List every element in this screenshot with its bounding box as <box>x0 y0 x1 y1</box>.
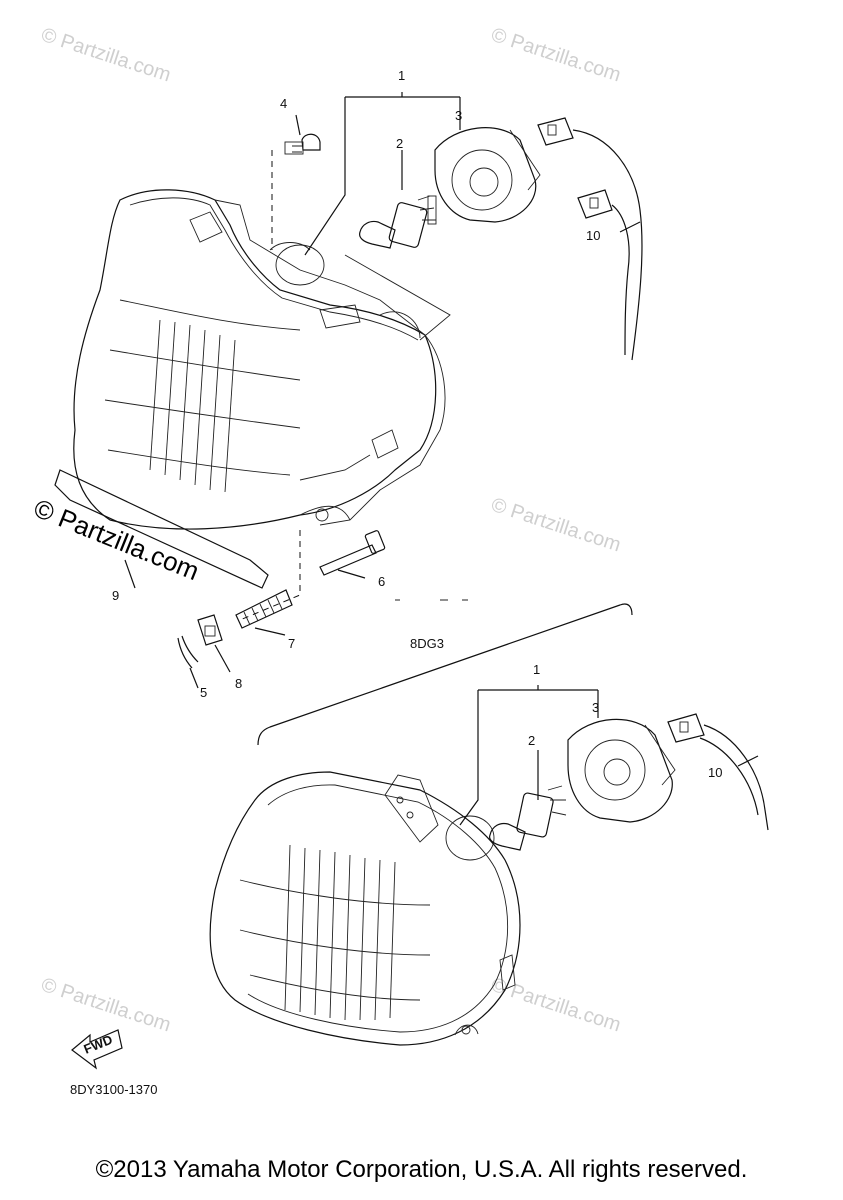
callout-9: 9 <box>112 588 119 603</box>
callout-7: 7 <box>288 636 295 651</box>
bolt-6 <box>319 530 386 576</box>
watermark: © Partzilla.com <box>488 494 623 557</box>
variant-bracket <box>257 603 633 746</box>
callout-2-bottom: 2 <box>528 733 535 748</box>
nut-8 <box>197 614 223 646</box>
diagram-code: 8DY3100-1370 <box>70 1082 157 1097</box>
callout-3-bottom: 3 <box>592 700 599 715</box>
variant-label: 8DG3 <box>410 636 444 651</box>
callout-numbers: 1 2 3 4 5 6 7 8 9 10 1 2 3 10 8DG3 8DY31… <box>70 68 722 1097</box>
bulb-top <box>359 195 437 249</box>
leader-lines-bottom <box>459 685 759 826</box>
callout-1-bottom: 1 <box>533 662 540 677</box>
callout-1-top: 1 <box>398 68 405 83</box>
callout-6: 6 <box>378 574 385 589</box>
headlight-assembly-bottom <box>209 771 521 1046</box>
lens-pattern <box>104 299 301 493</box>
lens-pattern-bottom <box>239 844 431 1021</box>
callout-10-bottom: 10 <box>708 765 722 780</box>
callout-3-top: 3 <box>455 108 462 123</box>
socket-cover-bottom <box>567 718 676 823</box>
callout-2-top: 2 <box>396 136 403 151</box>
wire-harness-top <box>537 117 643 361</box>
watermark: © Partzilla.com <box>38 24 173 87</box>
callout-10-top: 10 <box>586 228 600 243</box>
watermark-side: © Partzilla.com <box>30 493 204 586</box>
headlight-assembly-top <box>54 189 446 589</box>
fwd-arrow-icon: FWD <box>71 1029 123 1070</box>
screw-4 <box>284 133 321 155</box>
watermark: © Partzilla.com <box>488 24 623 87</box>
leader-lines-top <box>124 92 641 689</box>
copyright-footer: ©2013 Yamaha Motor Corporation, U.S.A. A… <box>95 1156 748 1183</box>
bulb-bottom <box>489 785 567 851</box>
callout-4: 4 <box>280 96 287 111</box>
watermark-group: © Partzilla.com © Partzilla.com © Partzi… <box>30 24 624 1037</box>
callout-8: 8 <box>235 676 242 691</box>
wire-harness-bottom <box>667 713 769 831</box>
callout-5: 5 <box>200 685 207 700</box>
clip-5 <box>177 635 199 669</box>
socket-cover-top <box>434 127 541 223</box>
watermark: © Partzilla.com <box>38 974 173 1037</box>
spring-7 <box>235 589 293 629</box>
